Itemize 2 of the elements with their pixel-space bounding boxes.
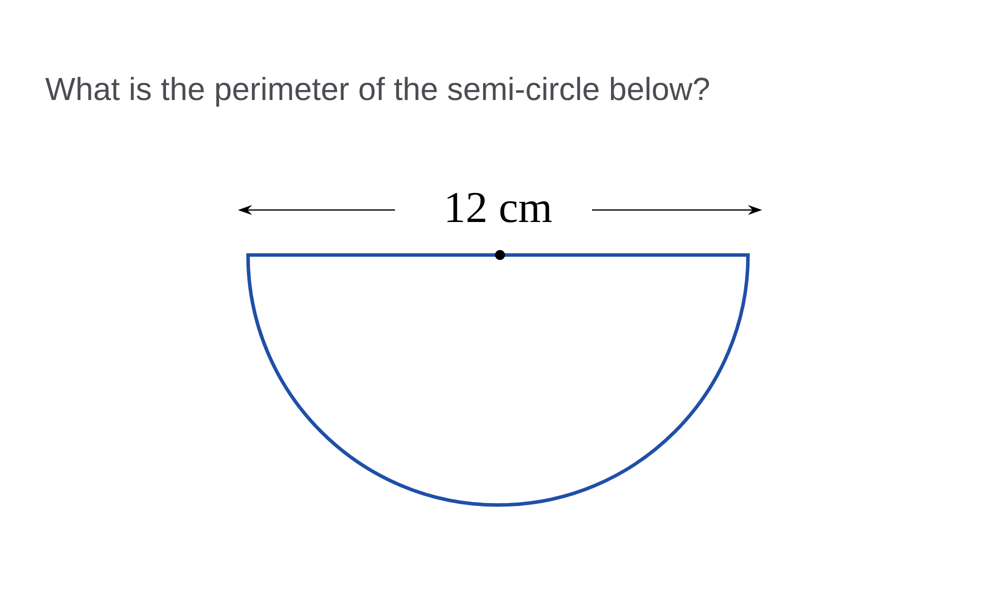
question-text: What is the perimeter of the semi-circle below?	[45, 76, 710, 107]
dimension-label: 12 cm	[448, 192, 552, 222]
